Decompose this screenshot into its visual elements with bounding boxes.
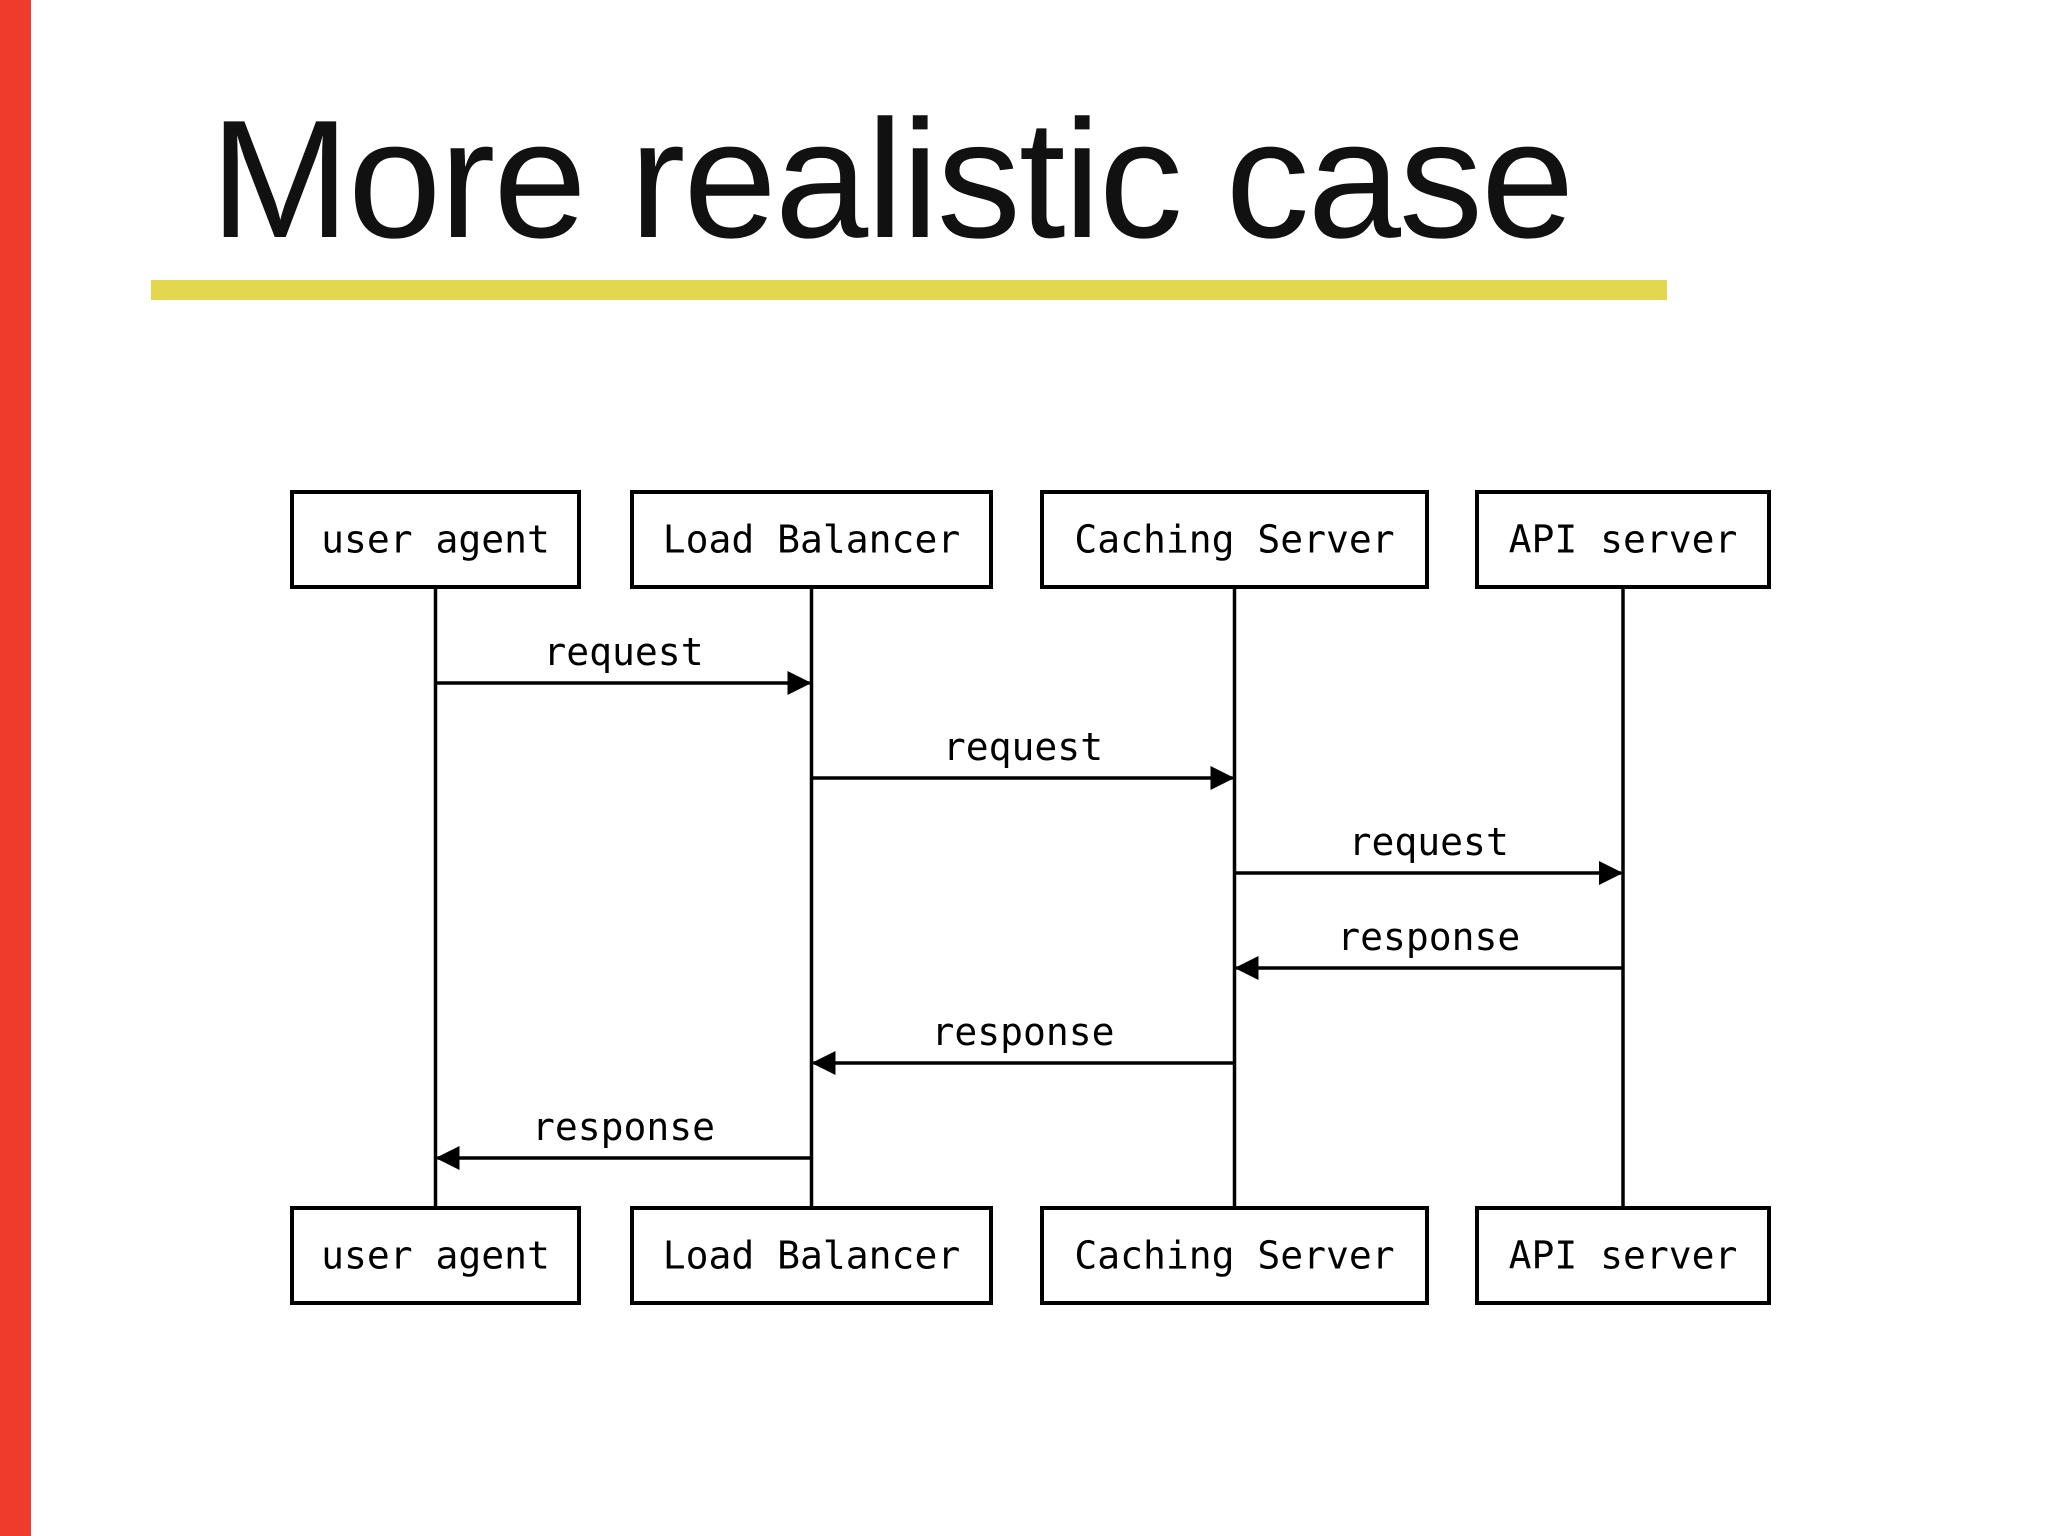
title-underline bbox=[151, 280, 1667, 300]
participant-rect bbox=[1040, 1206, 1429, 1305]
message-label: request bbox=[543, 630, 703, 674]
participant-label: Load Balancer bbox=[663, 518, 960, 562]
participant-box-top-lb: Load Balancer bbox=[630, 490, 993, 589]
message-5: response bbox=[811, 1010, 1235, 1075]
message-6: response bbox=[435, 1105, 812, 1170]
accent-bar bbox=[0, 0, 31, 1536]
message-4: response bbox=[1234, 915, 1623, 980]
arrowhead-icon bbox=[1234, 956, 1259, 980]
participant-label: API server bbox=[1509, 518, 1738, 562]
participant-label: API server bbox=[1509, 1234, 1738, 1278]
participant-rect bbox=[630, 490, 993, 589]
participant-box-top-ua: user agent bbox=[290, 490, 581, 589]
participant-box-bottom-ua: user agent bbox=[290, 1206, 581, 1305]
message-3: request bbox=[1234, 820, 1623, 885]
message-label: request bbox=[1349, 820, 1509, 864]
participant-rect bbox=[1040, 490, 1429, 589]
participant-label: Caching Server bbox=[1074, 518, 1394, 562]
participant-label: Caching Server bbox=[1074, 1234, 1394, 1278]
participant-box-bottom-lb: Load Balancer bbox=[630, 1206, 993, 1305]
participant-rect bbox=[1475, 490, 1771, 589]
participant-box-bottom-cs: Caching Server bbox=[1040, 1206, 1429, 1305]
message-label: request bbox=[943, 725, 1103, 769]
arrowhead-icon bbox=[435, 1146, 460, 1170]
arrowhead-icon bbox=[1210, 766, 1235, 790]
arrowhead-icon bbox=[1599, 861, 1623, 885]
participant-rect bbox=[1475, 1206, 1771, 1305]
arrowhead-icon bbox=[787, 671, 812, 695]
message-label: response bbox=[532, 1105, 715, 1149]
message-label: response bbox=[931, 1010, 1114, 1054]
arrowhead-icon bbox=[811, 1051, 836, 1075]
participant-label: user agent bbox=[321, 518, 550, 562]
messages-group: request request request response response res… bbox=[435, 630, 1623, 1170]
participant-box-bottom-api: API server bbox=[1475, 1206, 1771, 1305]
participant-rect bbox=[290, 490, 581, 589]
lifelines-group bbox=[433, 587, 1625, 1208]
participant-box-top-api: API server bbox=[1475, 490, 1771, 589]
participant-label: Load Balancer bbox=[663, 1234, 960, 1278]
participant-box-top-cs: Caching Server bbox=[1040, 490, 1429, 589]
participant-rect bbox=[290, 1206, 581, 1305]
participant-rect bbox=[630, 1206, 993, 1305]
message-1: request bbox=[435, 630, 812, 695]
participant-label: user agent bbox=[321, 1234, 550, 1278]
slide-title: More realistic case bbox=[210, 85, 1574, 273]
message-2: request bbox=[811, 725, 1235, 790]
message-label: response bbox=[1337, 915, 1520, 959]
